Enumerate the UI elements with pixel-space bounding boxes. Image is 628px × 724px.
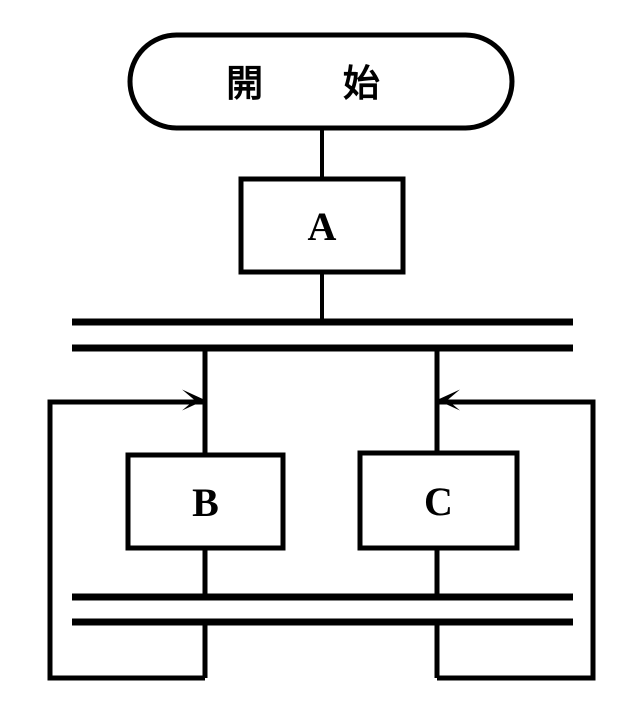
arrow-into-b-branch (182, 389, 205, 411)
join-bar (72, 593, 573, 626)
right-feedback-loop (437, 399, 596, 681)
terminal-start-shape (127, 32, 515, 131)
process-a[interactable]: A (238, 176, 406, 275)
process-c-label: C (424, 479, 453, 524)
terminal-start-label: 開 始 (226, 62, 398, 105)
process-b-label: B (192, 480, 219, 525)
fork-bar (72, 318, 573, 352)
process-b[interactable]: B (125, 452, 286, 551)
left-feedback-loop (47, 399, 205, 681)
terminal-start[interactable]: 開 始 (127, 32, 515, 131)
process-a-shape (238, 176, 406, 275)
process-c[interactable]: C (357, 450, 520, 551)
process-a-label: A (308, 204, 337, 249)
process-c-shape (357, 450, 520, 551)
arrow-into-c-branch (437, 389, 460, 411)
process-b-shape (125, 452, 286, 551)
